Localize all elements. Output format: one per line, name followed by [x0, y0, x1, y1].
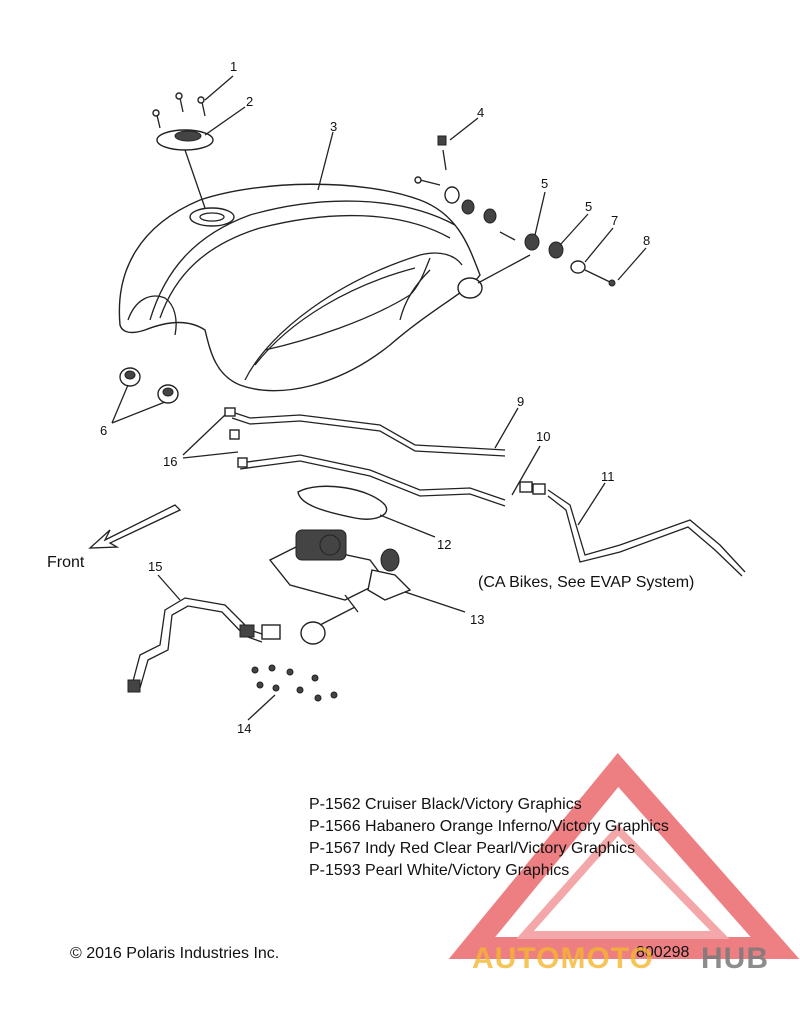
- model-line-3: P-1567 Indy Red Clear Pearl/Victory Grap…: [309, 840, 636, 857]
- watermark-triangle-icon: [448, 753, 800, 959]
- callout-16: 16: [163, 454, 178, 469]
- callout-5b: 5: [585, 199, 593, 214]
- callout-15: 15: [148, 559, 163, 574]
- fuel-pump-item-13: [268, 529, 412, 645]
- callout-6: 6: [100, 423, 108, 438]
- callout-12: 12: [437, 537, 452, 552]
- screws-item-14: [251, 664, 338, 702]
- fuel-cap-ring-item-2: [156, 129, 214, 209]
- callout-5a: 5: [541, 176, 549, 191]
- callout-9: 9: [517, 394, 525, 409]
- callout-13: 13: [470, 612, 485, 627]
- copyright: © 2016 Polaris Industries Inc.: [70, 945, 280, 962]
- front-arrow-icon: [88, 504, 182, 549]
- screws-item-1: [152, 92, 206, 129]
- diagram-number: 800298: [636, 944, 690, 961]
- watermark-text-1: AUTOMOTO: [472, 942, 654, 975]
- callout-3: 3: [330, 119, 338, 134]
- callout-10: 10: [536, 429, 551, 444]
- callout-11: 11: [601, 469, 615, 484]
- grommets-item-6: [119, 367, 179, 404]
- watermark-text-2: HUB: [701, 942, 769, 975]
- callout-1: 1: [230, 59, 238, 74]
- model-line-4: P-1593 Pearl White/Victory Graphics: [309, 862, 570, 879]
- model-line-2: P-1566 Habanero Orange Inferno/Victory G…: [309, 818, 669, 835]
- fuel-line-item-15: [127, 597, 281, 693]
- callout-14: 14: [237, 721, 252, 736]
- gasket-item-12: [297, 485, 388, 520]
- evap-hose-item-11: [519, 481, 746, 577]
- leader-lines: [111, 75, 647, 721]
- fuel-tank: [118, 183, 483, 392]
- callout-7: 7: [611, 213, 619, 228]
- front-label: Front: [47, 554, 85, 571]
- evap-note: (CA Bikes, See EVAP System): [478, 574, 695, 591]
- vent-hoses: [224, 407, 506, 507]
- callout-4: 4: [477, 105, 485, 120]
- callout-2: 2: [246, 94, 254, 109]
- mount-hardware: [414, 135, 616, 287]
- model-line-1: P-1562 Cruiser Black/Victory Graphics: [309, 796, 582, 813]
- callout-8: 8: [643, 233, 651, 248]
